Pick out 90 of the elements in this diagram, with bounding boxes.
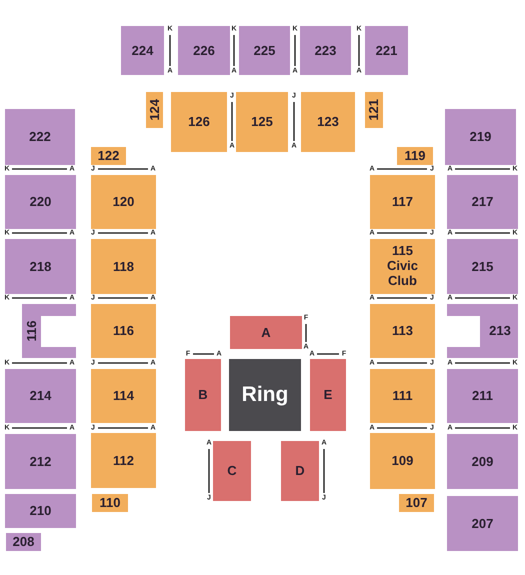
- seating-section: [5, 494, 76, 528]
- seating-section: [300, 26, 351, 75]
- seating-section: [370, 239, 435, 294]
- seating-section: [399, 494, 434, 512]
- section-number: 226: [193, 44, 215, 58]
- section-letter: E: [324, 388, 332, 402]
- seating-section: [365, 26, 408, 75]
- seating-section: [5, 239, 76, 294]
- seating-section: [6, 533, 41, 551]
- section-number: 125: [251, 115, 273, 129]
- section-number: 221: [376, 44, 398, 58]
- section-number: 119: [404, 149, 426, 163]
- seating-section: [239, 26, 290, 75]
- seating-section: [121, 26, 164, 75]
- section-number: 116: [113, 324, 134, 338]
- section-number: 107: [406, 496, 428, 510]
- seating-section: [447, 369, 518, 423]
- section-letter: A: [261, 326, 271, 340]
- section-number: 211: [472, 389, 493, 403]
- seating-section: [91, 369, 156, 423]
- section-number: 122: [98, 149, 120, 163]
- seating-section: [91, 304, 156, 358]
- section-number: 218: [30, 260, 52, 274]
- seating-section: [5, 434, 76, 489]
- section-number: 109: [392, 454, 414, 468]
- section-number: 209: [472, 454, 494, 468]
- floor-section: [310, 359, 346, 431]
- seating-section: [370, 433, 435, 489]
- seating-section: [365, 92, 383, 128]
- section-number: 225: [254, 44, 276, 58]
- seating-section: [447, 434, 518, 489]
- section-number: 116: [24, 320, 38, 342]
- section-number: 222: [29, 130, 51, 144]
- section-number: 117: [392, 195, 413, 209]
- section-number: 219: [470, 130, 492, 144]
- seating-section: [447, 496, 518, 551]
- section-number: 124: [148, 99, 162, 121]
- section-number: 126: [188, 115, 210, 129]
- seating-section: [447, 239, 518, 294]
- seating-section: [370, 175, 435, 229]
- section-number: 120: [112, 195, 134, 209]
- section-number: 110: [100, 496, 120, 510]
- floor-section: [213, 441, 251, 501]
- section-number: 118: [113, 260, 134, 274]
- section-number: 112: [113, 454, 134, 468]
- boxing-ring: [229, 359, 301, 431]
- section-number: 210: [30, 504, 52, 518]
- seating-section: [22, 304, 76, 358]
- seating-section: [447, 304, 518, 358]
- section-number: 213: [489, 324, 511, 338]
- section-number: 224: [132, 44, 154, 58]
- section-letter: D: [295, 464, 305, 478]
- section-number: 114: [113, 389, 134, 403]
- seating-section: [91, 147, 126, 165]
- section-number: 217: [472, 195, 494, 209]
- seating-section: [146, 92, 163, 128]
- seating-section: [92, 494, 128, 512]
- section-letter: C: [227, 464, 237, 478]
- seating-section: [301, 92, 355, 152]
- section-number: 113: [392, 324, 413, 338]
- seating-section: [445, 109, 516, 165]
- seating-section: [370, 369, 435, 423]
- section-number: 208: [12, 535, 34, 549]
- section-number: 207: [472, 516, 494, 530]
- seating-section: [397, 147, 433, 165]
- seating-section: [5, 175, 76, 229]
- seating-section: [171, 92, 227, 152]
- section-number: 111: [392, 389, 413, 403]
- seating-section: [91, 239, 156, 294]
- section-name: 115 Civic Club: [386, 244, 420, 289]
- seating-section: [370, 304, 435, 358]
- section-number: 223: [314, 44, 336, 58]
- floor-section: [281, 441, 319, 501]
- seating-section: [447, 175, 518, 229]
- seating-section: [5, 109, 75, 165]
- section-number: 214: [30, 389, 52, 403]
- section-number: 220: [30, 195, 52, 209]
- floor-section: [185, 359, 221, 431]
- section-number: 215: [472, 260, 494, 274]
- floor-section: [230, 316, 302, 349]
- section-letter: B: [198, 388, 208, 402]
- seating-section: [91, 175, 156, 229]
- ring-label: Ring: [242, 384, 288, 406]
- section-number: 123: [317, 115, 339, 129]
- seating-section: [236, 92, 288, 152]
- section-number: 121: [367, 99, 381, 121]
- section-number: 212: [30, 454, 52, 468]
- seating-section: [91, 433, 156, 488]
- seating-section: [178, 26, 230, 75]
- seating-section: [5, 369, 76, 423]
